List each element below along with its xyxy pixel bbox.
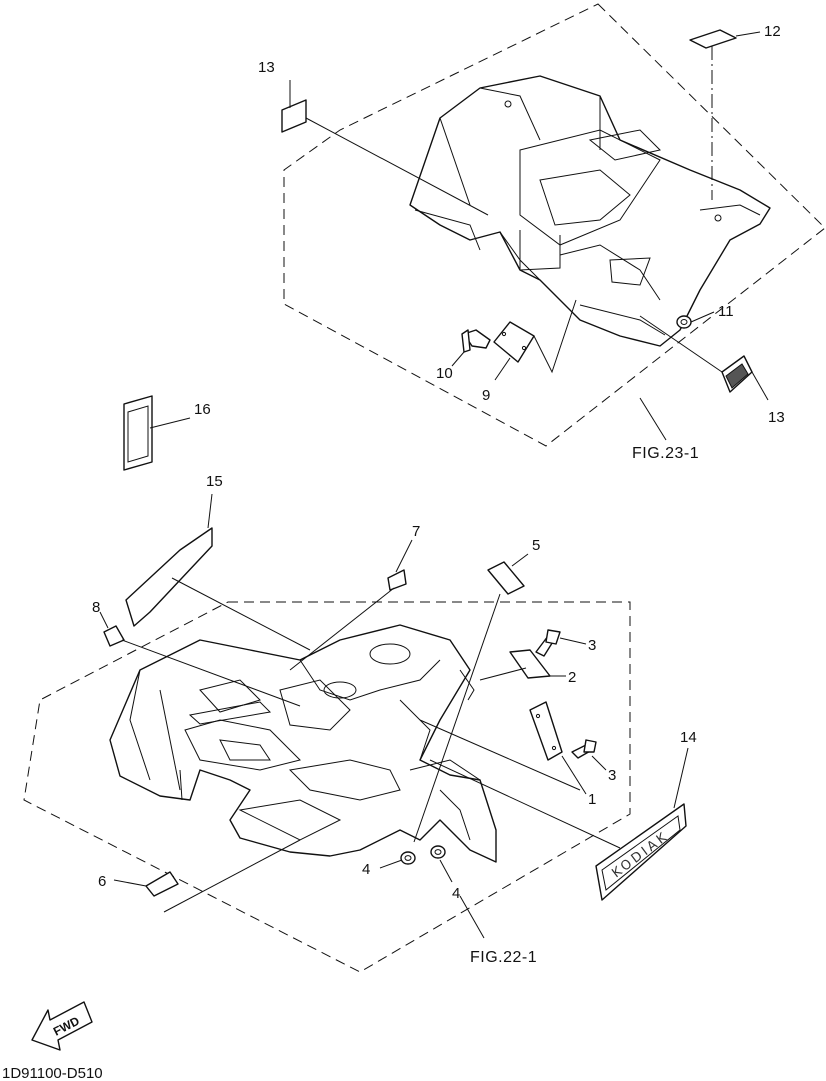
rear-group-boundary <box>283 3 826 447</box>
callout-4-right: 4 <box>452 885 460 902</box>
callout-9: 9 <box>482 387 490 404</box>
rear-label-12 <box>689 29 737 49</box>
rear-plate-13-lower <box>721 355 753 393</box>
leader-9-fender <box>533 299 577 374</box>
callout-2: 2 <box>568 669 576 686</box>
callout-6: 6 <box>98 873 106 890</box>
leader-7 <box>395 539 413 573</box>
plate-1 <box>529 701 563 761</box>
screw-3-upper <box>535 629 561 657</box>
rear-fender-group <box>281 3 826 447</box>
leader-12 <box>735 31 761 37</box>
rear-plate-9 <box>493 321 535 363</box>
leader-4-right <box>439 859 453 883</box>
callout-10: 10 <box>436 365 453 382</box>
part-8-cap <box>103 625 125 647</box>
screw-3-lower <box>571 739 597 759</box>
leader-15-fender <box>171 577 311 651</box>
leader-fig-22 <box>459 895 485 939</box>
front-group-boundary <box>23 601 631 973</box>
callout-5: 5 <box>532 537 540 554</box>
callout-15: 15 <box>206 473 223 490</box>
leader-3-upper <box>559 637 587 645</box>
drawing-code: 1D91100-D510 <box>2 1065 103 1081</box>
callout-3-lower: 3 <box>608 767 616 784</box>
leader-14 <box>673 747 689 809</box>
callout-12: 12 <box>764 23 781 40</box>
label-5 <box>487 561 525 595</box>
callout-8: 8 <box>92 599 100 616</box>
grommet-4-right <box>430 845 446 859</box>
leader-8 <box>99 611 109 629</box>
leader-9 <box>494 357 511 381</box>
leader-15 <box>207 493 213 529</box>
grommet-11 <box>676 315 692 329</box>
rear-label-13-upper <box>281 99 307 133</box>
leader-6 <box>113 879 147 887</box>
label-15 <box>125 527 213 627</box>
callout-4-left: 4 <box>362 861 370 878</box>
leader-14-fender <box>429 759 621 849</box>
leader-2-fender <box>479 667 527 681</box>
callout-7: 7 <box>412 523 420 540</box>
grommet-4-left <box>400 851 416 865</box>
label-6 <box>145 871 179 897</box>
callout-13-upper: 13 <box>258 59 275 76</box>
leader-7-fender <box>289 587 395 671</box>
callout-3-upper: 3 <box>588 637 596 654</box>
label-7 <box>387 569 407 591</box>
leader-1 <box>561 755 587 795</box>
front-fender-group: KODIAK <box>23 493 689 973</box>
leader-11 <box>690 311 715 323</box>
leader-13-lower <box>751 371 769 401</box>
leader-13-lower-fender <box>639 315 723 373</box>
leader-5 <box>511 553 529 567</box>
callout-14: 14 <box>680 729 697 746</box>
fwd-arrow: FWD <box>31 1001 93 1051</box>
leader-3-lower <box>591 755 607 771</box>
label-16 <box>123 395 191 471</box>
leader-fig-23 <box>639 397 667 441</box>
rivet-10 <box>461 329 491 353</box>
decal-14: KODIAK <box>595 803 687 901</box>
leader-8-fender <box>121 639 301 707</box>
leader-10 <box>451 351 465 367</box>
leader-6-fender <box>163 839 301 913</box>
leader-5-fender <box>413 593 501 843</box>
leader-1-fender <box>419 719 581 791</box>
leader-13-upper-fender <box>305 117 489 216</box>
callout-16: 16 <box>194 401 211 418</box>
leader-4-left <box>379 859 403 869</box>
callout-1: 1 <box>588 791 596 808</box>
fig-ref-front: FIG.22-1 <box>470 949 537 966</box>
callout-13-lower: 13 <box>768 409 785 426</box>
rear-fender <box>409 75 771 347</box>
front-fender <box>109 624 497 863</box>
callout-11: 11 <box>718 303 734 320</box>
fig-ref-rear: FIG.23-1 <box>632 445 699 462</box>
